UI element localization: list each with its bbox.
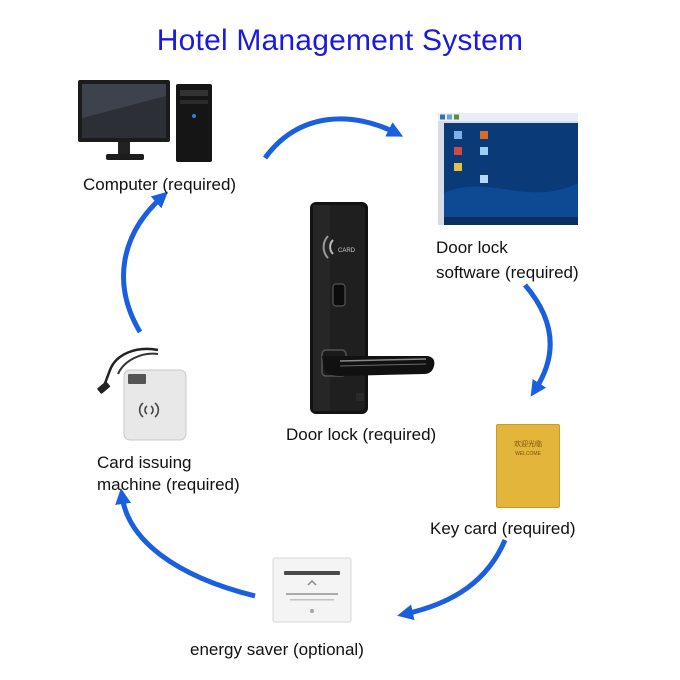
computer-label: Computer (required) <box>83 175 237 194</box>
arrow-issuer-to-computer <box>121 191 168 334</box>
key-card-label: Key card (required) <box>430 519 576 538</box>
software-label-line2: software (required) <box>436 263 579 282</box>
diagram-title: Hotel Management System <box>156 24 524 57</box>
door-lock-label: Door lock (required) <box>286 425 437 444</box>
arrow-keycard-to-energysaver <box>397 539 508 621</box>
arrow-energysaver-to-issuer <box>115 488 256 599</box>
door-lock-image: CARD <box>310 202 435 414</box>
card-issuer-image <box>97 347 187 441</box>
software-screenshot <box>438 113 578 225</box>
card-issuer-label-line1: Card issuing <box>97 453 192 472</box>
computer-image <box>78 80 212 162</box>
key-card-text-en: WELCOME <box>515 451 541 457</box>
arrow-computer-to-software <box>262 116 404 160</box>
card-issuer-label-line2: machine (required) <box>97 475 240 494</box>
key-card-image: 欢迎光临 WELCOME <box>496 424 560 508</box>
energy-saver-image <box>272 557 352 623</box>
software-label-line1: Door lock <box>436 238 508 257</box>
door-lock-pad-text: CARD <box>338 248 356 254</box>
arrow-software-to-keycard <box>523 283 553 397</box>
key-card-text-cn: 欢迎光临 <box>514 441 542 448</box>
energy-saver-label: energy saver (optional) <box>190 640 364 659</box>
